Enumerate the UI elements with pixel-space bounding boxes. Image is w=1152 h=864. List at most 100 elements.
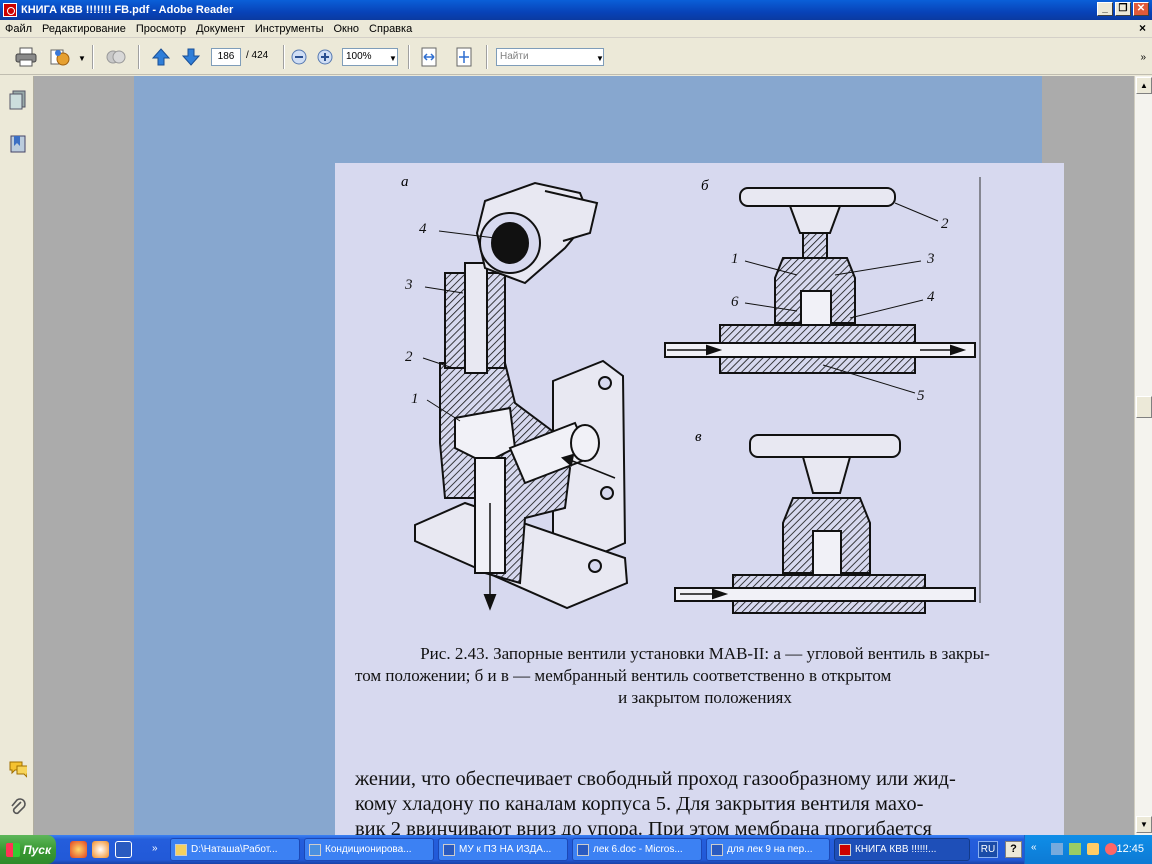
page-frame: а б в bbox=[134, 76, 1064, 853]
restore-button[interactable]: ❐ bbox=[1115, 2, 1131, 16]
adobe-reader-icon bbox=[3, 3, 17, 17]
mail-icon[interactable] bbox=[92, 841, 109, 858]
fit-width-button[interactable] bbox=[418, 47, 440, 67]
minimize-button[interactable]: _ bbox=[1097, 2, 1113, 16]
membrane-valve-closed-drawing bbox=[674, 434, 976, 614]
word-doc-icon bbox=[443, 843, 455, 856]
print-button[interactable] bbox=[14, 47, 38, 67]
toolbar: ▼ 186 / 424 100% ▼ Найти ▼ » bbox=[0, 39, 1152, 75]
menu-view[interactable]: Просмотр bbox=[135, 22, 187, 35]
svg-text:2: 2 bbox=[405, 349, 413, 365]
pdf-page: а б в bbox=[335, 163, 1064, 853]
security-icon[interactable] bbox=[1105, 843, 1117, 855]
membrane-valve-open-drawing bbox=[664, 187, 976, 374]
svg-text:1: 1 bbox=[731, 251, 739, 267]
leaders-a bbox=[422, 230, 496, 422]
navigation-pane bbox=[0, 76, 34, 835]
network-icon[interactable] bbox=[1051, 843, 1063, 855]
fit-page-icon bbox=[456, 47, 472, 67]
share-icon bbox=[50, 49, 70, 66]
zoom-out-button[interactable] bbox=[290, 47, 308, 67]
help-button[interactable]: ? bbox=[1005, 841, 1022, 858]
svg-text:2: 2 bbox=[941, 216, 949, 232]
body-line-1: жении, что обеспечивает свободный проход… bbox=[355, 768, 956, 790]
fig-label-a: а bbox=[401, 174, 409, 190]
signal-icon[interactable] bbox=[1069, 843, 1081, 855]
language-indicator[interactable]: RU bbox=[978, 841, 998, 858]
zoom-select[interactable]: 100% bbox=[342, 48, 398, 66]
scroll-up-button[interactable]: ▲ bbox=[1136, 77, 1152, 94]
system-tray: « 12:45 bbox=[1024, 835, 1152, 864]
find-dropdown-icon[interactable]: ▼ bbox=[596, 54, 604, 63]
figure-valves: а б в bbox=[401, 174, 981, 614]
share-dropdown-icon[interactable]: ▼ bbox=[78, 54, 86, 63]
document-close-icon[interactable]: × bbox=[1138, 21, 1146, 35]
menu-edit[interactable]: Редактирование bbox=[42, 22, 126, 35]
menu-window[interactable]: Окно bbox=[333, 22, 360, 35]
start-label: Пуск bbox=[23, 842, 52, 857]
svg-text:4: 4 bbox=[419, 221, 427, 237]
fig-label-b: б bbox=[701, 178, 709, 194]
find-input[interactable]: Найти bbox=[496, 48, 604, 66]
leaders-b bbox=[744, 202, 939, 394]
task-word-lek6[interactable]: лек 6.doc - Micros... bbox=[572, 838, 702, 861]
tray-chevron-icon[interactable]: « bbox=[1031, 842, 1037, 853]
clock: 12:45 bbox=[1116, 843, 1144, 855]
browser-icon[interactable] bbox=[70, 841, 87, 858]
pdf-icon bbox=[839, 843, 851, 856]
close-button[interactable]: ✕ bbox=[1133, 2, 1149, 16]
body-text: жении, что обеспечивает свободный проход… bbox=[355, 767, 1055, 842]
scroll-thumb[interactable] bbox=[1136, 396, 1152, 418]
collab-button[interactable] bbox=[103, 47, 129, 67]
svg-text:1: 1 bbox=[411, 391, 419, 407]
windows-flag-icon bbox=[6, 842, 20, 857]
folder-icon bbox=[175, 843, 187, 856]
task-folder[interactable]: D:\Наташа\Работ... bbox=[170, 838, 300, 861]
task-word-mu[interactable]: МУ к ПЗ НА ИЗДА... bbox=[438, 838, 568, 861]
collaborate-icon bbox=[106, 50, 126, 64]
angle-valve-drawing bbox=[414, 181, 629, 611]
svg-text:3: 3 bbox=[404, 277, 413, 293]
quicklaunch-chevron-icon[interactable]: » bbox=[152, 843, 158, 854]
figure-caption: Рис. 2.43. Запорные вентили установки МА… bbox=[355, 643, 1055, 709]
start-button[interactable]: Пуск bbox=[0, 835, 56, 864]
zoom-in-button[interactable] bbox=[316, 47, 334, 67]
toolbar-chevron-icon[interactable]: » bbox=[1140, 52, 1146, 63]
print-icon bbox=[15, 47, 37, 67]
menu-help[interactable]: Справка bbox=[369, 22, 413, 35]
task-adobe-reader[interactable]: КНИГА КВВ !!!!!!... bbox=[834, 838, 970, 861]
menu-file[interactable]: Файл bbox=[5, 22, 33, 35]
taskbar: Пуск » D:\Наташа\Работ... Кондиционирова… bbox=[0, 835, 1152, 864]
scroll-down-button[interactable]: ▼ bbox=[1136, 816, 1152, 833]
page-number-input[interactable]: 186 bbox=[211, 48, 241, 66]
zoom-out-icon bbox=[291, 49, 307, 65]
word-doc-icon bbox=[711, 843, 723, 856]
task-browser[interactable]: Кондиционирова... bbox=[304, 838, 434, 861]
menu-tools[interactable]: Инструменты bbox=[254, 22, 324, 35]
svg-text:5: 5 bbox=[917, 388, 925, 404]
caption-line-3: и закрытом положениях bbox=[618, 688, 792, 707]
title-bar: КНИГА КВВ !!!!!!! FB.pdf - Adobe Reader … bbox=[0, 0, 1152, 20]
bookmarks-icon[interactable] bbox=[9, 134, 27, 154]
zoom-dropdown-icon[interactable]: ▼ bbox=[389, 54, 397, 63]
ie-icon bbox=[309, 843, 321, 856]
comments-icon[interactable] bbox=[9, 760, 27, 780]
svg-text:4: 4 bbox=[927, 289, 935, 305]
previous-page-button[interactable] bbox=[150, 47, 172, 67]
menu-document[interactable]: Документ bbox=[196, 22, 245, 35]
volume-icon[interactable] bbox=[1087, 843, 1099, 855]
body-line-3: вик 2 ввинчивают вниз до упора. При этом… bbox=[355, 818, 932, 840]
fit-page-button[interactable] bbox=[453, 47, 475, 67]
attachments-icon[interactable] bbox=[9, 798, 27, 818]
word-icon[interactable] bbox=[115, 841, 132, 858]
task-word-lek9[interactable]: для лек 9 на пер... bbox=[706, 838, 830, 861]
fit-width-icon bbox=[421, 47, 437, 67]
pages-icon[interactable] bbox=[9, 90, 27, 110]
document-area: а б в bbox=[34, 76, 1134, 853]
vertical-scrollbar[interactable]: ▲ ▼ bbox=[1134, 76, 1152, 835]
next-page-button[interactable] bbox=[180, 47, 202, 67]
share-button[interactable] bbox=[48, 47, 72, 67]
body-line-2: кому хладону по каналам корпуса 5. Для з… bbox=[355, 793, 924, 815]
numbers-a: 4 3 2 1 bbox=[404, 221, 427, 407]
caption-line-2: том положении; б и в — мембранный вентил… bbox=[355, 666, 892, 685]
